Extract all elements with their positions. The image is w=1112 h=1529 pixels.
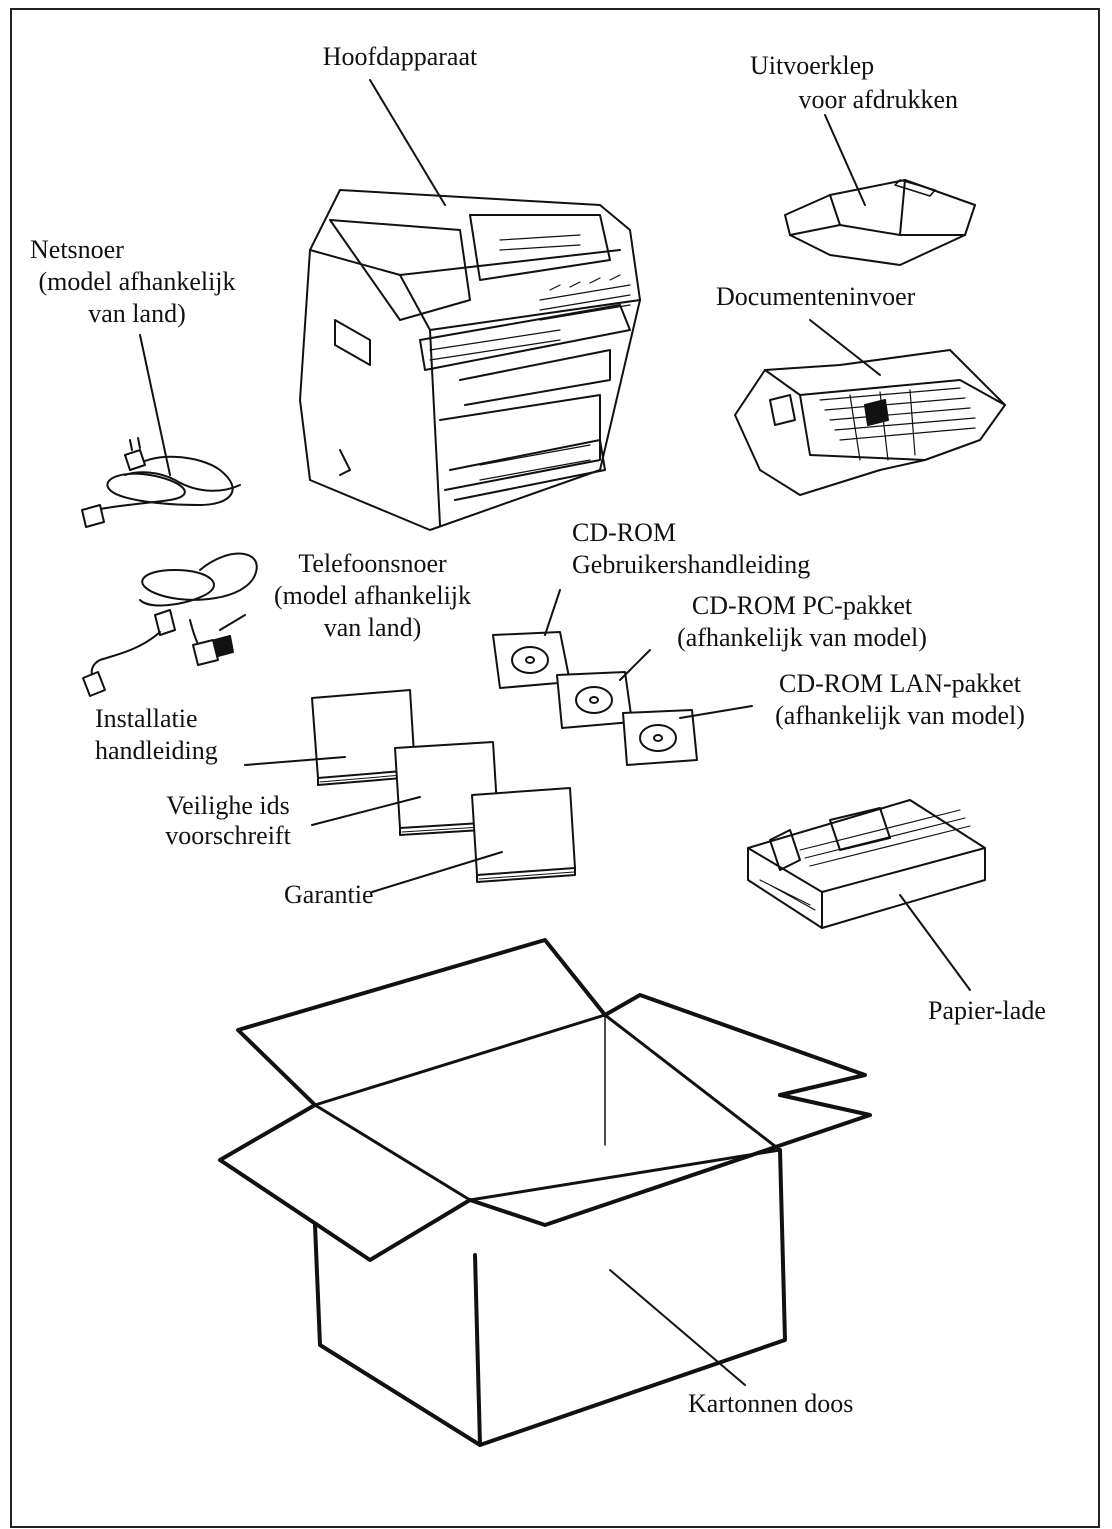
power-cord-line-1: Netsnoer [30,235,124,264]
main-unit-label: Hoofdapparaat [322,42,478,71]
label-cdrom-user-manual: CD-ROM Gebruikershandleiding [572,517,852,581]
warranty-label: Garantie [284,880,374,909]
phone-cord-line-3: van land) [323,613,422,642]
cdrom-user-manual-leader-line [544,589,561,636]
figure-border [10,8,1100,1528]
installation-manual-leader-line [244,756,346,766]
document-feeder-leader-line [809,319,881,376]
label-installation-manual: Installatie handleiding [95,703,255,767]
document-feeder-label: Documenteninvoer [716,282,916,311]
main-unit-drawing [299,189,641,531]
cdrom-pc-kit-line-1: CD-ROM PC-pakket [691,591,913,620]
cdrom-lan-kit-line-2: (afhankelijk van model) [775,701,1025,730]
label-document-feeder: Documenteninvoer [716,282,956,312]
label-cdrom-pc-kit: CD-ROM PC-pakket (afhankelijk van model) [652,590,952,654]
phone-cord-line-1: Telefoonsnoer [298,549,447,578]
power-cord-drawing [81,437,241,528]
installation-manual-line-1: Installatie [95,704,198,733]
cdrom-pc-kit-leader-line [619,649,651,681]
label-print-output-flap: Uitvoerklep voor afdrukken [740,49,970,117]
safety-regulations-line-2: voorschreift [165,821,291,850]
phone-cord-leader-line [219,614,246,631]
cardboard-box-drawing [218,938,872,1447]
main-unit-leader-line [369,79,446,206]
label-warranty: Garantie [284,880,404,910]
installation-manual-line-2: handleiding [95,736,218,765]
print-output-flap-drawing [784,179,976,266]
print-output-flap-line-1: Uitvoerklep [750,51,875,80]
document-feeder-drawing [734,349,1006,496]
paper-tray-label: Papier-lade [928,996,1046,1025]
phone-cord-drawing [82,552,258,697]
safety-regulations-line-1: Veilighe ids [166,791,290,820]
label-main-unit: Hoofdapparaat [300,42,500,72]
paper-tray-leader-line [899,894,971,991]
cdrom-pc-kit-line-2: (afhankelijk van model) [677,623,927,652]
safety-regulations-leader-line [311,796,421,826]
cdrom-user-manual-line-1: CD-ROM [572,518,677,547]
label-power-cord: Netsnoer (model afhankelijk van land) [22,234,252,330]
label-paper-tray: Papier-lade [928,996,1068,1026]
cdrom-user-manual-line-2: Gebruikershandleiding [572,550,811,579]
phone-cord-line-2: (model afhankelijk [273,581,472,610]
cardboard-box-leader-line [609,1269,746,1386]
warranty-booklet [471,787,576,883]
power-cord-leader-line [139,334,171,476]
cardboard-box-label: Kartonnen doos [688,1389,854,1418]
cdrom-lan-kit-drawing [622,709,698,766]
warranty-leader-line [371,851,503,893]
label-phone-cord: Telefoonsnoer (model afhankelijk van lan… [255,548,490,644]
installation-manual-booklet [311,689,416,786]
print-output-flap-leader-line [824,114,866,206]
cdrom-lan-kit-leader-line [679,705,753,719]
label-safety-regulations: Veilighe ids voorschreift [148,791,308,851]
print-output-flap-line-2: voor afdrukken [798,85,958,114]
power-cord-line-3: van land) [88,299,186,328]
power-cord-line-2: (model afhankelijk [38,267,236,296]
paper-tray-drawing [747,799,986,929]
cdrom-lan-kit-line-1: CD-ROM LAN-pakket [779,669,1021,698]
label-cdrom-lan-kit: CD-ROM LAN-pakket (afhankelijk van model… [750,668,1050,732]
label-cardboard-box: Kartonnen doos [688,1389,888,1419]
